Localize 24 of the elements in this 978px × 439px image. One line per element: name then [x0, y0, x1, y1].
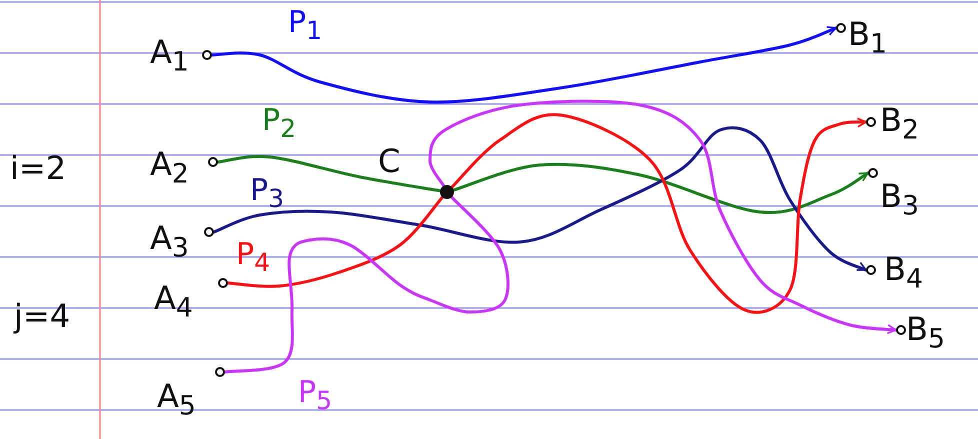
edge-label: P$_{2}$ — [262, 106, 296, 141]
path-arrow — [452, 162, 870, 214]
point-label: B$_{3}$ — [868, 160, 940, 232]
point-label: B$_{5}$ — [896, 305, 970, 355]
variable-note: j=4 — [14, 300, 70, 332]
point-label: B$_{2}$ — [866, 100, 944, 146]
point-label: A$_{1}$ — [150, 30, 212, 74]
point-label: A$_{4}$ — [150, 270, 228, 320]
point-label: A$_{3}$ — [150, 212, 214, 262]
point-label: B$_{1}$ — [836, 14, 914, 58]
edge-label: P$_{1}$ — [288, 8, 322, 43]
path-arrow — [212, 126, 868, 272]
point-label: B$_{4}$ — [866, 245, 950, 293]
path-arrow — [428, 100, 898, 334]
variable-note: i=2 — [10, 152, 66, 184]
path-arrow — [210, 26, 838, 104]
edge-label: P$_{4}$ — [236, 240, 270, 275]
edge-label: P$_{5}$ — [298, 378, 332, 413]
edge-label: P$_{3}$ — [250, 176, 284, 211]
point-label: A$_{2}$ — [150, 140, 218, 188]
junction-dot — [440, 185, 454, 199]
path-arrow — [450, 113, 868, 314]
point-label: A$_{5}$ — [155, 362, 225, 422]
point-name: C — [378, 145, 400, 177]
